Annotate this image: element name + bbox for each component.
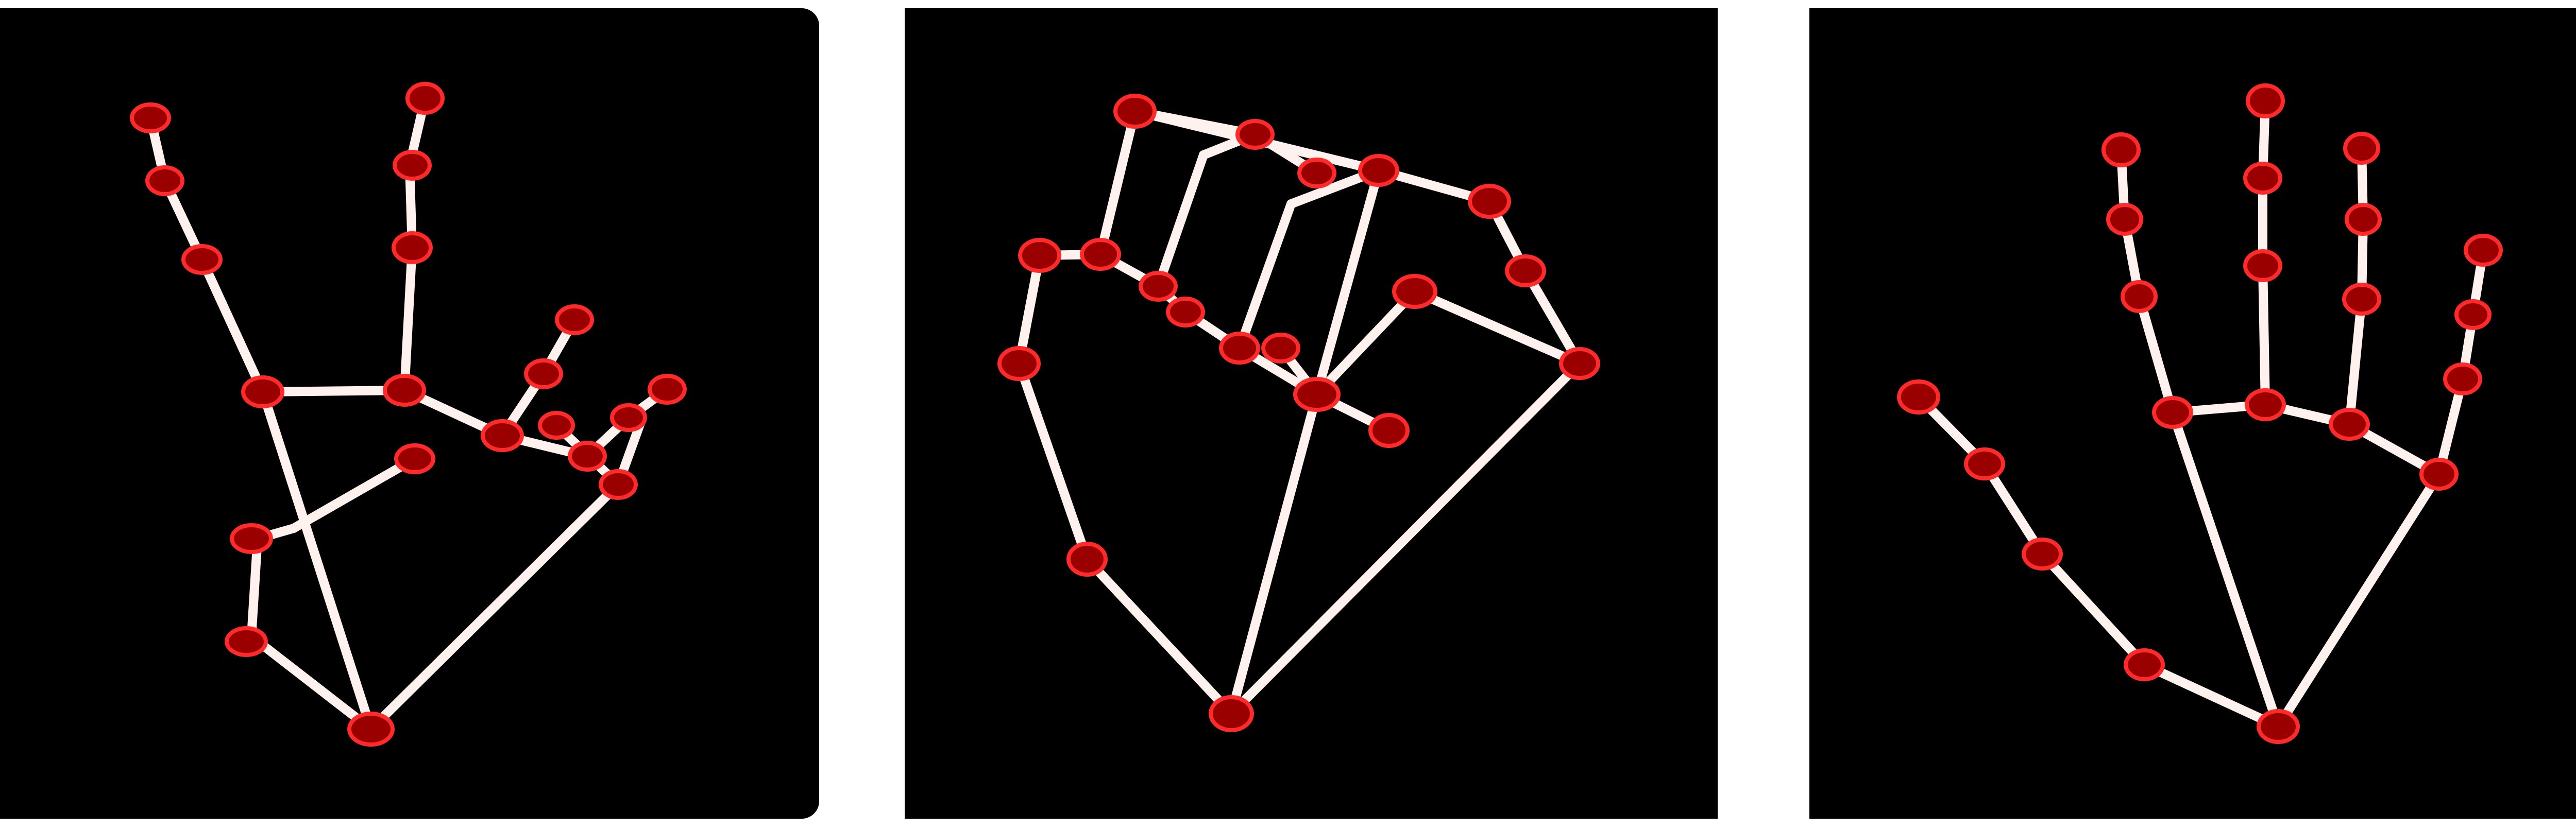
hand-skeleton-3 xyxy=(1897,83,2503,744)
hand-pose-panel-1 xyxy=(0,8,819,819)
hand-skeleton-1 xyxy=(130,82,687,747)
hand-skeleton-2 xyxy=(997,94,1600,732)
hand-pose-panel-2 xyxy=(905,8,1718,819)
hand-pose-panel-3 xyxy=(1809,8,2576,819)
